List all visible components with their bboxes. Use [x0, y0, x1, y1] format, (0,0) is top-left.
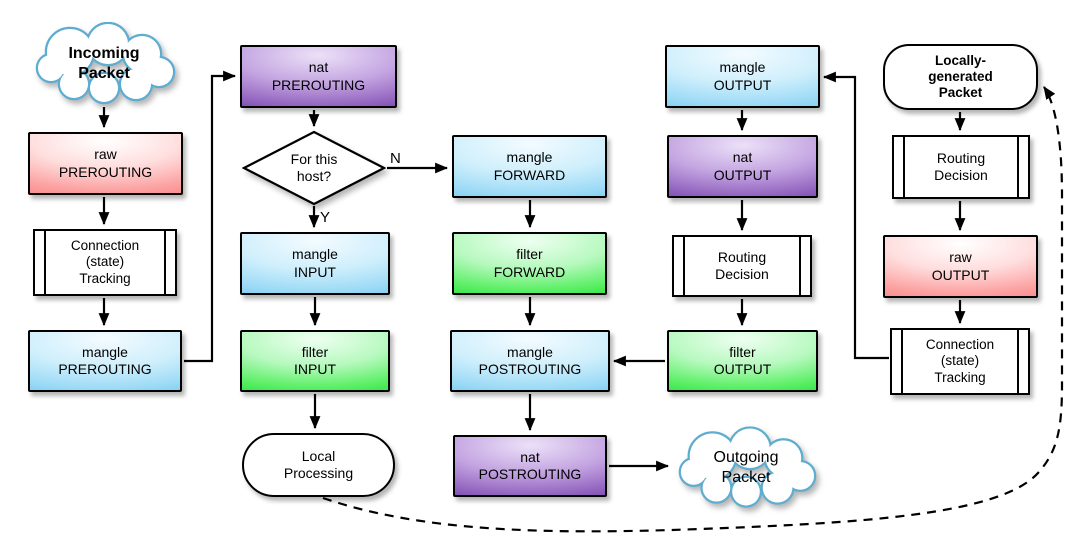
node-label: nat POSTROUTING: [478, 448, 582, 482]
node-raw-prerouting: raw PREROUTING: [28, 132, 183, 195]
node-incoming-packet: Incoming Packet: [30, 22, 178, 106]
cloud-icon: [35, 22, 176, 105]
node-filter-output: filter OUTPUT: [667, 330, 818, 392]
node-label: filter OUTPUT: [713, 343, 772, 377]
node-label: mangle PREROUTING: [58, 343, 152, 377]
node-label: filter INPUT: [294, 343, 336, 377]
node-label: raw PREROUTING: [58, 146, 153, 180]
node-connection-tracking-out: Connection (state) Tracking: [890, 328, 1030, 395]
edge-label-yes: Y: [320, 209, 330, 226]
node-mangle-prerouting: mangle PREROUTING: [28, 330, 182, 392]
node-label: mangle FORWARD: [493, 149, 566, 183]
node-label: Connection (state) Tracking: [925, 337, 995, 385]
node-connection-tracking-in: Connection (state) Tracking: [33, 229, 177, 296]
node-mangle-output: mangle OUTPUT: [665, 45, 820, 108]
node-raw-output: raw OUTPUT: [883, 235, 1038, 298]
node-for-this-host-decision: For this host?: [242, 130, 386, 206]
node-filter-input: filter INPUT: [240, 330, 390, 392]
node-label: Outgoing Packet: [713, 449, 779, 486]
node-label: Locally- generated Packet: [928, 52, 993, 101]
node-locally-generated-packet: Locally- generated Packet: [883, 44, 1038, 110]
node-mangle-forward: mangle FORWARD: [452, 135, 607, 198]
node-routing-decision-out: Routing Decision: [672, 235, 812, 297]
node-filter-forward: filter FORWARD: [452, 232, 607, 295]
node-nat-output: nat OUTPUT: [667, 135, 818, 198]
node-outgoing-packet: Outgoing Packet: [673, 426, 819, 510]
node-label: mangle INPUT: [292, 246, 338, 280]
node-label: Routing Decision: [715, 248, 769, 282]
node-mangle-input: mangle INPUT: [240, 232, 390, 295]
node-label: nat OUTPUT: [713, 149, 772, 183]
node-routing-decision-local: Routing Decision: [892, 135, 1030, 199]
node-label: Routing Decision: [934, 149, 988, 183]
node-mangle-postrouting: mangle POSTROUTING: [450, 330, 610, 392]
node-label: For this host?: [290, 150, 338, 184]
edge-label-no: N: [390, 150, 401, 167]
node-label: mangle OUTPUT: [713, 59, 772, 93]
node-local-processing: Local Processing: [242, 433, 395, 497]
node-nat-prerouting: nat PREROUTING: [240, 45, 397, 108]
node-label: mangle POSTROUTING: [478, 343, 582, 377]
node-label: nat PREROUTING: [271, 59, 366, 93]
node-nat-postrouting: nat POSTROUTING: [453, 435, 607, 497]
node-label: Connection (state) Tracking: [70, 238, 140, 286]
node-label: filter FORWARD: [493, 246, 566, 280]
node-label: Local Processing: [283, 447, 354, 481]
node-label: raw OUTPUT: [931, 249, 990, 283]
node-label: Incoming Packet: [68, 45, 140, 82]
